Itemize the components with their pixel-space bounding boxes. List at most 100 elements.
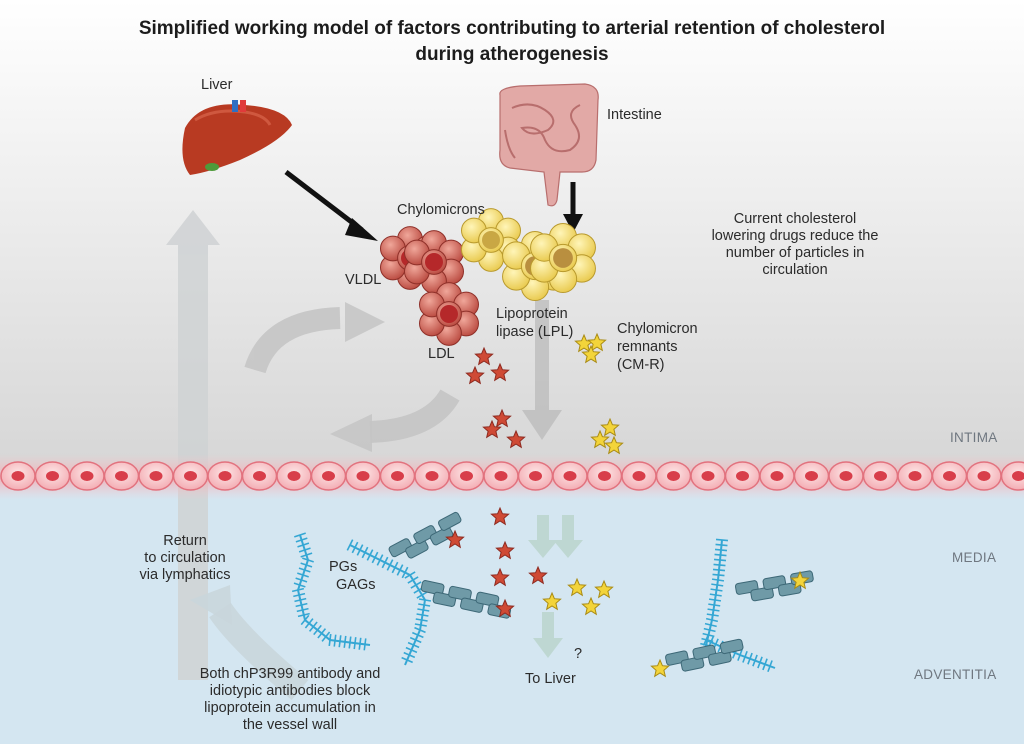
star-particle <box>790 570 810 590</box>
endothelial-cell-layer <box>0 461 1024 491</box>
star-particle <box>482 419 502 439</box>
circulation-cycle-arrows <box>244 307 460 443</box>
collagen-bundle <box>665 638 744 672</box>
star-particle <box>567 577 587 597</box>
star-particle <box>590 429 610 449</box>
cell-nucleus <box>977 471 991 481</box>
cell-nucleus <box>184 471 197 481</box>
to-liver-label: To Liver <box>525 671 576 687</box>
star-particle <box>490 506 510 526</box>
cell-nucleus <box>253 471 266 481</box>
media-layer-label: MEDIA <box>952 550 997 565</box>
star-particle <box>581 596 601 616</box>
chylomicrons-label: Chylomicrons <box>397 202 485 218</box>
pgs-label: PGs <box>329 559 358 575</box>
ldl-label: LDL <box>428 346 455 362</box>
cell-nucleus <box>11 471 25 481</box>
cell-nucleus <box>460 471 473 481</box>
cell-nucleus <box>322 471 335 481</box>
lumen-down-arrow <box>522 300 562 440</box>
cell-nucleus <box>943 471 956 481</box>
intestine-label: Intestine <box>607 107 662 123</box>
cell-nucleus <box>1012 471 1024 481</box>
vldl-label: VLDL <box>345 272 382 288</box>
cell-nucleus <box>632 471 646 481</box>
cycle-arrowhead-2 <box>330 414 372 452</box>
pg-chain <box>700 538 729 651</box>
intestine-illustration <box>499 83 599 207</box>
cell-nucleus <box>115 471 128 481</box>
star-particle <box>506 429 526 449</box>
cell-nucleus <box>529 471 542 481</box>
cell-nucleus <box>391 471 404 481</box>
cell-nucleus <box>667 471 680 481</box>
cell-nucleus <box>908 471 922 481</box>
question-mark-label: ? <box>574 646 583 662</box>
cell-nucleus <box>770 471 784 481</box>
star-particle <box>445 529 465 549</box>
cell-nucleus <box>218 471 232 481</box>
antibody-note-line4: the vessel wall <box>242 717 338 733</box>
return-label-line3: via lymphatics <box>139 567 231 583</box>
cmr-label-line2: remnants <box>617 339 678 355</box>
star-particle <box>490 567 510 587</box>
cell-nucleus <box>598 471 611 481</box>
star-particle <box>650 658 670 678</box>
antibody-note-line2: idiotypic antibodies block <box>209 683 371 699</box>
ldl-particle <box>419 282 480 346</box>
cell-nucleus <box>46 471 59 481</box>
star-particle <box>581 344 601 364</box>
lymphatic-arrowhead <box>190 585 232 625</box>
lpl-label-line2: lipase (LPL) <box>496 324 574 340</box>
cell-nucleus <box>839 471 853 481</box>
return-label-line2: to circulation <box>144 550 226 566</box>
pg-chain <box>291 532 371 651</box>
star-particle <box>495 598 515 618</box>
cell-nucleus <box>356 471 370 481</box>
proteoglycan-chains <box>291 532 776 673</box>
star-particle <box>465 365 485 385</box>
vldl-particle <box>404 230 465 294</box>
cell-nucleus <box>701 471 715 481</box>
intima-layer-label: INTIMA <box>950 430 998 445</box>
diagram-title-line2: during atherogenesis <box>415 44 609 65</box>
cell-nucleus <box>80 471 94 481</box>
collagen-bundle <box>388 511 462 559</box>
star-particle <box>594 579 614 599</box>
drugs-note-line4: circulation <box>762 262 828 278</box>
chylomicron-particle <box>461 208 522 272</box>
cell-nucleus <box>805 471 818 481</box>
cell-nucleus <box>149 471 163 481</box>
cell-nucleus <box>287 471 301 481</box>
diagram-title-line1: Simplified working model of factors cont… <box>138 18 886 39</box>
collagen-bundle <box>420 580 512 619</box>
drugs-note-line2: lowering drugs reduce the <box>711 228 879 244</box>
antibody-note-line3: lipoprotein accumulation in <box>204 700 376 716</box>
vldl-ldl-particles <box>380 226 480 346</box>
star-particle <box>587 332 607 352</box>
cycle-arrowhead-1 <box>345 302 385 342</box>
adventitia-layer-label: ADVENTITIA <box>914 667 997 682</box>
star-particle <box>474 346 494 366</box>
star-particle <box>490 362 510 382</box>
return-label-line1: Return <box>163 533 207 549</box>
gags-label: GAGs <box>336 577 376 593</box>
drugs-note-line3: number of particles in <box>725 245 865 261</box>
cell-nucleus <box>425 471 439 481</box>
star-particle <box>600 417 620 437</box>
star-particle <box>492 408 512 428</box>
antibody-note-line1: Both chP3R99 antibody and <box>199 666 381 682</box>
media-down-arrows <box>528 515 583 658</box>
liver-illustration <box>182 100 292 175</box>
star-particle <box>604 435 624 455</box>
star-particle <box>542 591 562 611</box>
cell-nucleus <box>494 471 508 481</box>
lpl-label-line1: Lipoprotein <box>496 306 568 322</box>
liver-label: Liver <box>201 77 233 93</box>
star-particle <box>495 540 515 560</box>
cell-nucleus <box>736 471 749 481</box>
chylomicron-particle <box>530 222 596 294</box>
star-particle <box>528 565 548 585</box>
